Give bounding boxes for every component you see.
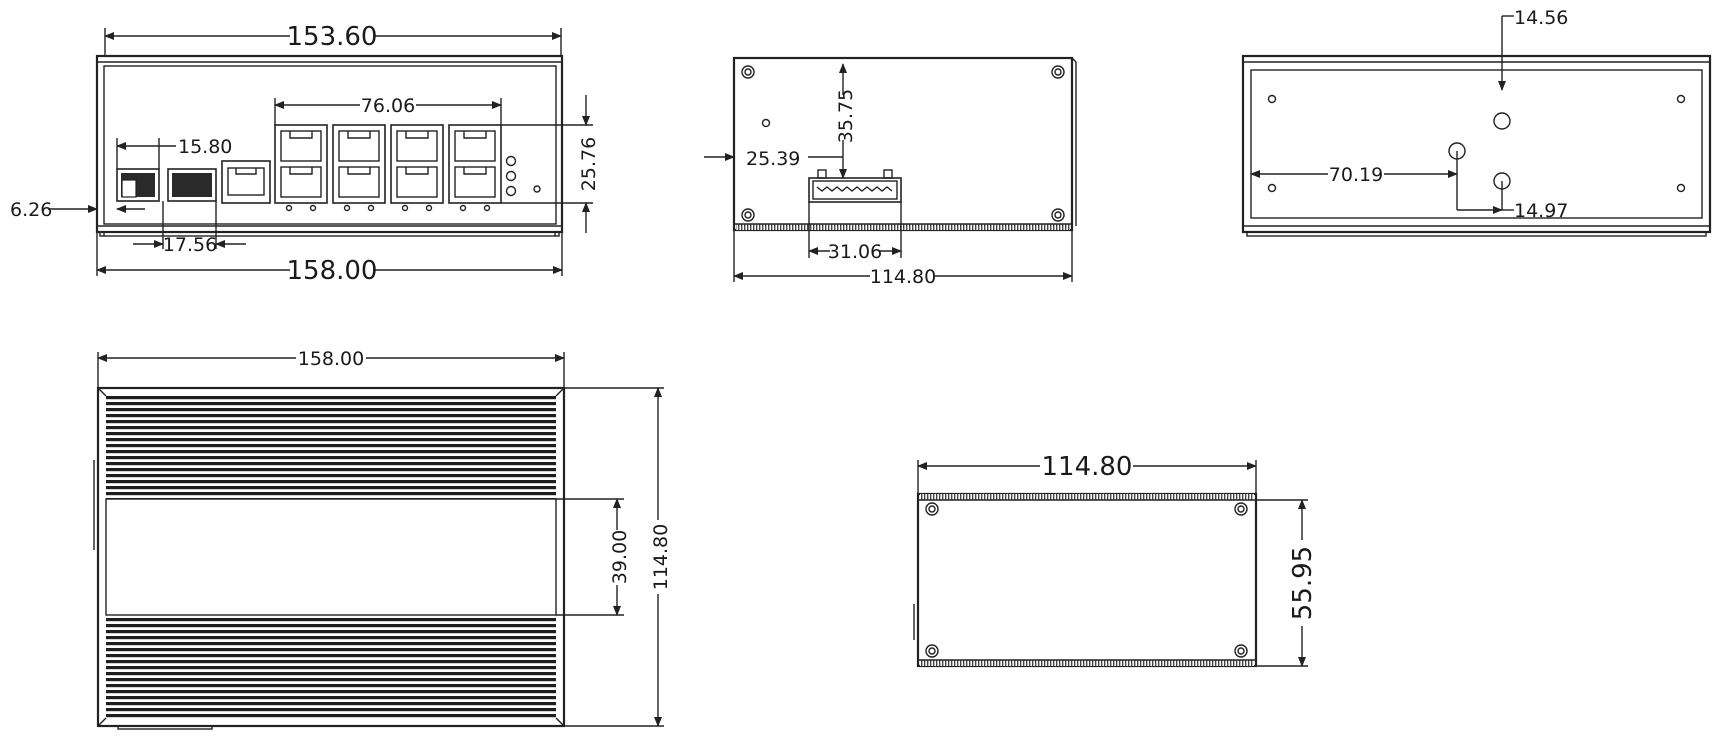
dim-rear-horizontal-offset: 70.19 (1329, 164, 1383, 186)
dim-bottom-side-width: 114.80 (1042, 452, 1133, 482)
terminal-block (808, 169, 902, 203)
side-screws (741, 65, 1065, 222)
top-view: 158.00 39.00 114.80 (93, 348, 672, 730)
dim-side-depth: 114.80 (870, 266, 936, 288)
dim-overall-top-width: 153.60 (287, 22, 378, 52)
sfp-port-1 (116, 168, 160, 202)
rj45-stack-3 (390, 124, 444, 204)
dim-sfp-width: 15.80 (178, 136, 232, 158)
rj45-stack-2 (332, 124, 386, 204)
bottom-side-view: 114.80 55.95 (913, 452, 1318, 668)
dim-side-offset: 25.39 (746, 148, 800, 170)
dim-top-depth: 114.80 (650, 524, 672, 590)
rj45-stack-4 (448, 124, 502, 204)
dim-left-offset: 6.26 (10, 199, 52, 221)
sfp-port-2 (167, 168, 217, 202)
dim-bottom-side-height: 55.95 (1288, 546, 1318, 620)
dim-terminal-width: 31.06 (828, 241, 882, 263)
dim-port-group-width: 76.06 (361, 95, 415, 117)
front-view: 153.60 76.06 15.80 25.76 6.26 17.56 (10, 22, 600, 286)
heatsink-fins-bottom (106, 615, 556, 718)
dim-top-center-band: 39.00 (609, 530, 631, 584)
dim-port-height: 25.76 (578, 137, 600, 191)
heatsink-fins-top (106, 396, 556, 499)
port-led-dots (285, 204, 491, 212)
rear-holes (1267, 94, 1686, 193)
dim-rear-top-offset: 14.56 (1514, 7, 1568, 29)
status-leds (505, 155, 541, 197)
bottom-side-screws (925, 502, 1248, 658)
dim-overall-bottom-width: 158.00 (287, 256, 378, 286)
rear-view: 14.56 70.19 14.97 (1241, 7, 1712, 237)
dim-rear-hole-spacing: 14.97 (1514, 200, 1568, 222)
rj45-stack-1 (274, 124, 328, 204)
rj45-port-single (221, 160, 271, 204)
dim-top-width: 158.00 (298, 348, 364, 370)
dim-sfp-pitch: 17.56 (163, 234, 217, 256)
side-view: 35.75 25.39 31.06 114.80 (704, 56, 1077, 288)
dim-terminal-height: 35.75 (835, 89, 857, 143)
